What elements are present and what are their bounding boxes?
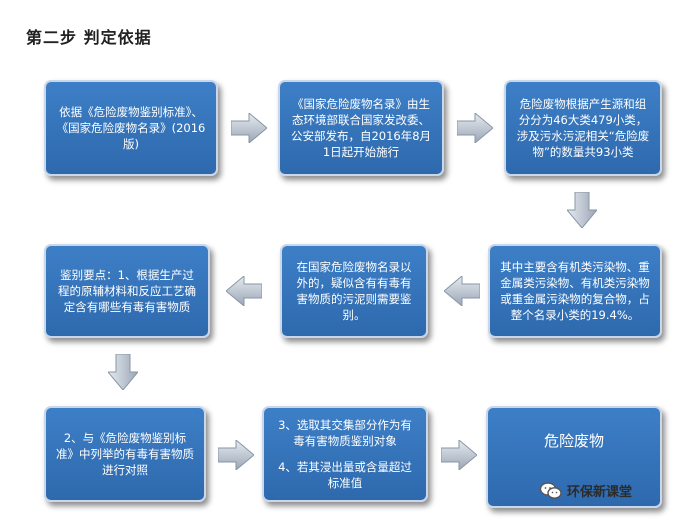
arrow-right-icon xyxy=(441,440,477,470)
arrow-right-icon xyxy=(218,440,254,470)
step-box-outside-directory-text: 在国家危险废物名录以外的，疑似含有有毒有害物质的污泥则需要鉴别。 xyxy=(296,260,412,322)
step-box-categories: 危险废物根据产生源和组分分为46大类479小类，涉及污水污泥相关“危险废物”的数… xyxy=(504,80,662,176)
step-box-basis-text: 依据《危险废物鉴别标准》、《国家危险废物名录》(2016版) xyxy=(56,105,206,151)
step-box-hazardous-waste-text: 危险废物 xyxy=(543,432,604,450)
arrow-left-icon xyxy=(226,276,262,306)
watermark: 环保新课堂 xyxy=(540,481,632,500)
wechat-icon xyxy=(540,481,562,499)
step-box-outside-directory: 在国家危险废物名录以外的，疑似含有有毒有害物质的污泥则需要鉴别。 xyxy=(280,244,428,338)
step-box-key-points: 鉴别要点：1、根据生产过程的原辅材料和反应工艺确定含有哪些有毒有害物质 xyxy=(44,244,210,338)
step-box-directory: 《国家危险废物名录》由生态环境部联合国家发改委、公安部发布，自2016年8月1日… xyxy=(278,80,444,176)
step-box-directory-text: 《国家危险废物名录》由生态环境部联合国家发改委、公安部发布，自2016年8月1日… xyxy=(290,97,432,159)
step-box-hazardous-waste: 危险废物 xyxy=(486,406,662,508)
step-box-selection-text: 3、选取其交集部分作为有毒有害物质鉴别对象 xyxy=(278,418,412,448)
watermark-text: 环保新课堂 xyxy=(567,485,633,500)
step-box-basis: 依据《危险废物鉴别标准》、《国家危险废物名录》(2016版) xyxy=(44,80,218,176)
step-box-selection: 3、选取其交集部分作为有毒有害物质鉴别对象 4、若其浸出量或含量超过标准值 xyxy=(262,406,428,502)
step-box-compare-text: 2、与《危险废物鉴别标准》中列举的有毒有害物质进行对照 xyxy=(56,431,194,477)
page-title: 第二步 判定依据 xyxy=(26,28,152,47)
arrow-left-icon xyxy=(444,276,480,306)
step-box-compare: 2、与《危险废物鉴别标准》中列举的有毒有害物质进行对照 xyxy=(44,406,206,502)
step-box-pollutants: 其中主要含有机类污染物、重金属类污染物、有机类污染物或重金属污染物的复合物，占整… xyxy=(488,244,662,338)
step-box-pollutants-text: 其中主要含有机类污染物、重金属类污染物、有机类污染物或重金属污染物的复合物，占整… xyxy=(500,260,650,322)
arrow-right-icon xyxy=(231,113,267,143)
arrow-right-icon xyxy=(457,113,493,143)
step-box-key-points-text: 鉴别要点：1、根据生产过程的原辅材料和反应工艺确定含有哪些有毒有害物质 xyxy=(58,268,196,314)
arrow-down-icon xyxy=(108,354,138,390)
step-box-categories-text: 危险废物根据产生源和组分分为46大类479小类，涉及污水污泥相关“危险废物”的数… xyxy=(516,97,650,159)
arrow-down-icon xyxy=(567,192,597,228)
step-box-threshold-text: 4、若其浸出量或含量超过标准值 xyxy=(278,460,412,490)
